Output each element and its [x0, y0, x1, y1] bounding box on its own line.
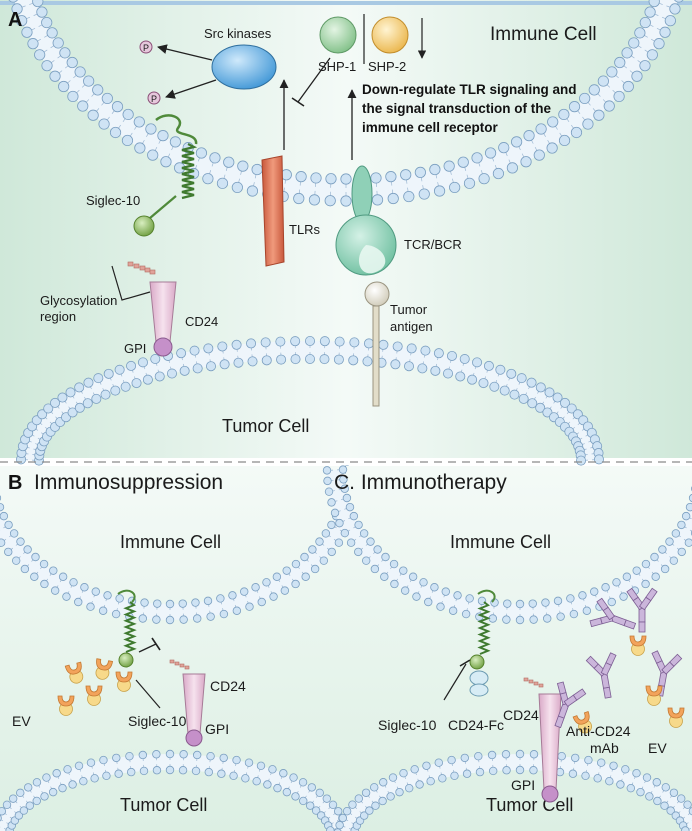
cd24-molecule-b [169, 659, 206, 747]
panel-a: A Immune Cell Tumor Cell Src kinases P P… [0, 0, 692, 466]
anti-cd24-label-1: Anti-CD24 [566, 723, 631, 739]
panel-c-title: C. Immunotherapy [334, 471, 507, 494]
tumor-antigen [364, 281, 390, 407]
antibody [589, 597, 637, 630]
siglec10-receptor-b [117, 589, 137, 668]
tumor-cell-membrane-b [0, 749, 352, 831]
a-tumor-cell-label: Tumor Cell [222, 416, 309, 436]
c-tumor-cell-label: Tumor Cell [486, 795, 573, 815]
ev-particle [85, 685, 103, 706]
c-gpi-label: GPI [511, 777, 535, 793]
down-regulate-text-3: immune cell receptor [362, 120, 499, 135]
panel-a-letter: A [8, 9, 22, 31]
ev-particle [64, 661, 84, 684]
antibody [585, 652, 617, 699]
glycosylation-label-1: Glycosylation [40, 293, 117, 308]
ev-label-b: EV [12, 713, 31, 729]
b-siglec10-label: Siglec-10 [128, 713, 187, 729]
panel-b-title: Immunosuppression [34, 471, 223, 494]
b-immune-cell-label: Immune Cell [120, 532, 221, 552]
siglec10-receptor [133, 114, 198, 237]
tumor-cell-membrane-a [16, 335, 604, 466]
panel-c: C. Immunotherapy Immune Cell Tumor Cell … [322, 465, 692, 831]
glycosylation-label-2: region [40, 309, 76, 324]
tlrs-label: TLRs [289, 222, 321, 237]
cd24-molecule-c [523, 677, 562, 803]
ev-particle [629, 635, 647, 656]
shp1-inhibits-tlr [297, 57, 331, 103]
b-tumor-cell-label: Tumor Cell [120, 795, 207, 815]
c-siglec10-label: Siglec-10 [378, 717, 437, 733]
cd24-molecule-a [127, 261, 177, 357]
src-to-p1-arrow [157, 44, 213, 61]
tumor-cell-membrane-c [333, 749, 692, 831]
panel-b-letter: B [8, 472, 22, 494]
glycosylation-bracket [111, 265, 151, 301]
b-siglec-pointer [135, 679, 161, 709]
cd24-fc-molecule [469, 670, 489, 697]
b-cd24-label: CD24 [210, 678, 246, 694]
tcr-bcr-receptor [335, 165, 397, 276]
extracellular-vesicles-b [57, 658, 133, 716]
siglec10-label: Siglec-10 [86, 193, 140, 208]
immune-cell-membrane-a [8, 0, 684, 207]
ev-particle [667, 707, 685, 728]
ev-particle [57, 695, 75, 716]
src-kinase-enzyme [211, 44, 277, 90]
cd24-label-a: CD24 [185, 314, 218, 329]
tumor-antigen-label-1: Tumor [390, 302, 428, 317]
extracellular-vesicles-c [572, 635, 685, 734]
panel-b: B Immunosuppression Immune Cell Tumor Ce… [0, 465, 368, 831]
c-cd24-label: CD24 [503, 707, 539, 723]
gpi-label-a: GPI [124, 341, 146, 356]
a-immune-cell-label: Immune Cell [490, 24, 597, 45]
src-to-p2-arrow [165, 79, 217, 99]
down-regulate-text-2: the signal transduction of the [362, 101, 551, 116]
ev-particle [645, 685, 663, 706]
c-siglec-pointer [443, 663, 467, 701]
b-inhibition-line [138, 643, 157, 653]
tumor-antigen-label-2: antigen [390, 319, 433, 334]
antibody [554, 681, 587, 729]
shp2-label: SHP-2 [368, 59, 406, 74]
anti-cd24-label-2: mAb [590, 740, 619, 756]
ev-particle [572, 710, 592, 734]
shp1-phosphatase [319, 16, 357, 54]
cd24-fc-label: CD24-Fc [448, 717, 504, 733]
c-immune-cell-label: Immune Cell [450, 532, 551, 552]
tcr-bcr-label: TCR/BCR [404, 237, 462, 252]
svg-text:P: P [151, 94, 157, 104]
anti-cd24-antibodies [554, 587, 683, 729]
shp1-inhibition-bar [291, 97, 305, 107]
ev-particle [115, 671, 133, 692]
phosphate-1: P [139, 40, 153, 54]
c-inhibition-bar [459, 659, 471, 667]
phosphate-2: P [147, 91, 161, 105]
ev-particle [95, 658, 114, 680]
tlr-receptor [261, 155, 285, 267]
siglec10-receptor-c [469, 589, 496, 670]
src-kinases-label: Src kinases [204, 26, 272, 41]
shp2-phosphatase [371, 16, 409, 54]
antibody [626, 587, 658, 633]
c-ev-label: EV [648, 740, 667, 756]
b-inhibition-bar [151, 637, 161, 651]
down-regulate-text-1: Down-regulate TLR signaling and [362, 82, 577, 97]
svg-text:P: P [143, 43, 149, 53]
shp1-label: SHP-1 [318, 59, 356, 74]
b-gpi-label: GPI [205, 721, 229, 737]
